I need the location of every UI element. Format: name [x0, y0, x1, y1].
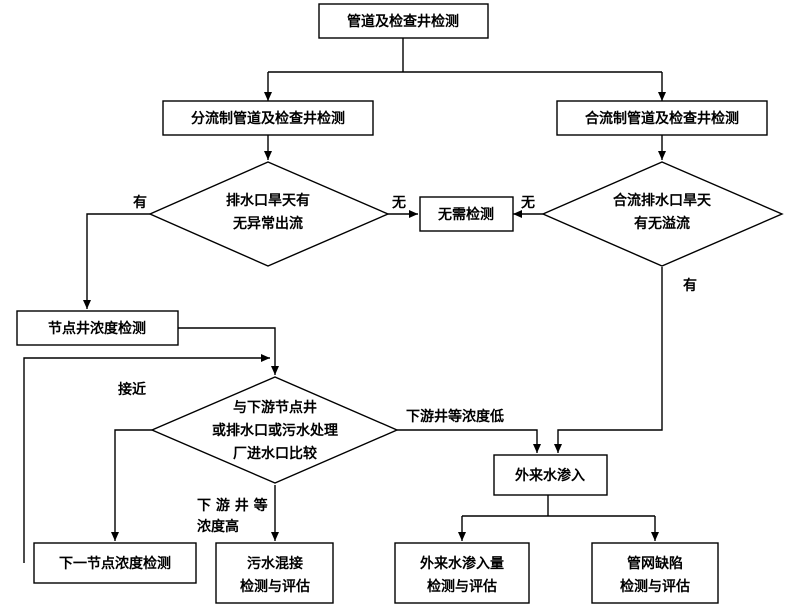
decision-dry-flow: 排水口旱天有 无异常出流 — [148, 161, 390, 267]
label-downstream-low: 下游井等浓度低 — [406, 408, 504, 425]
decision-compare: 与下游节点井 或排水口或污水处理 厂进水口比较 — [150, 376, 399, 484]
node-inflow: 外来水渗入 — [493, 454, 608, 496]
node-separate-text: 分流制管道及检查井检测 — [191, 110, 345, 127]
node-pipe-defect-line-2: 检测与评估 — [620, 578, 690, 595]
node-combined: 合流制管道及检查井检测 — [556, 100, 768, 136]
node-concentration: 节点井浓度检测 — [16, 310, 179, 346]
connectors — [23, 38, 666, 563]
node-inflow-amount-line-2: 检测与评估 — [427, 578, 497, 595]
node-root-text: 管道及检查井检测 — [347, 13, 459, 30]
node-pipe-defect: 管网缺陷 检测与评估 — [591, 542, 719, 604]
decision-compare-line-2: 或排水口或污水处理 — [212, 422, 338, 439]
edge-dryflow-yes — [83, 213, 150, 309]
node-concentration-text: 节点井浓度检测 — [48, 320, 146, 337]
decision-compare-line-1: 与下游节点井 — [233, 399, 317, 416]
node-separate: 分流制管道及检查井检测 — [162, 100, 374, 136]
decision-compare-line-3: 厂进水口比较 — [233, 445, 317, 462]
node-root: 管道及检查井检测 — [318, 3, 489, 39]
node-next-concentration: 下一节点浓度检测 — [33, 542, 197, 584]
node-sewage-mix: 污水混接 检测与评估 — [215, 542, 334, 604]
decision-overflow-line-1: 合流排水口旱天 — [613, 192, 712, 209]
node-sewage-mix-line-2: 检测与评估 — [240, 578, 310, 595]
edge-loop-back — [23, 354, 270, 563]
node-no-detection-text: 无需检测 — [437, 206, 494, 223]
label-downstream-high-line-2: 浓度高 — [197, 518, 239, 535]
edge-labels: 有 无 无 有 接近 下游井等浓度低 下 游 井 等 浓度高 — [118, 194, 697, 535]
decision-overflow-line-2: 有无溢流 — [634, 215, 690, 232]
label-yes-left: 有 — [133, 194, 147, 211]
edge-overflow-yes — [554, 267, 663, 453]
decision-dry-flow-line-1: 排水口旱天有 — [226, 192, 310, 209]
decision-overflow: 合流排水口旱天 有无溢流 — [541, 161, 784, 267]
node-next-concentration-text: 下一节点浓度检测 — [59, 555, 171, 572]
label-no-left: 无 — [391, 195, 406, 211]
label-close: 接近 — [118, 381, 146, 398]
node-inflow-text: 外来水渗入 — [515, 467, 585, 484]
label-no-right: 无 — [520, 195, 535, 211]
edge-compare-close — [111, 429, 152, 541]
node-sewage-mix-line-1: 污水混接 — [247, 555, 303, 572]
label-downstream-high-line-1: 下 游 井 等 — [197, 497, 268, 514]
label-yes-right: 有 — [683, 277, 697, 294]
node-inflow-amount: 外来水渗入量 检测与评估 — [394, 542, 530, 604]
edge-conc-to-compare — [178, 327, 279, 375]
node-combined-text: 合流制管道及检查井检测 — [585, 110, 739, 127]
decision-dry-flow-line-2: 无异常出流 — [232, 215, 303, 232]
node-pipe-defect-line-1: 管网缺陷 — [627, 555, 683, 572]
node-no-detection: 无需检测 — [419, 196, 514, 232]
node-inflow-amount-line-1: 外来水渗入量 — [420, 555, 504, 572]
edge-compare-low — [397, 429, 541, 453]
